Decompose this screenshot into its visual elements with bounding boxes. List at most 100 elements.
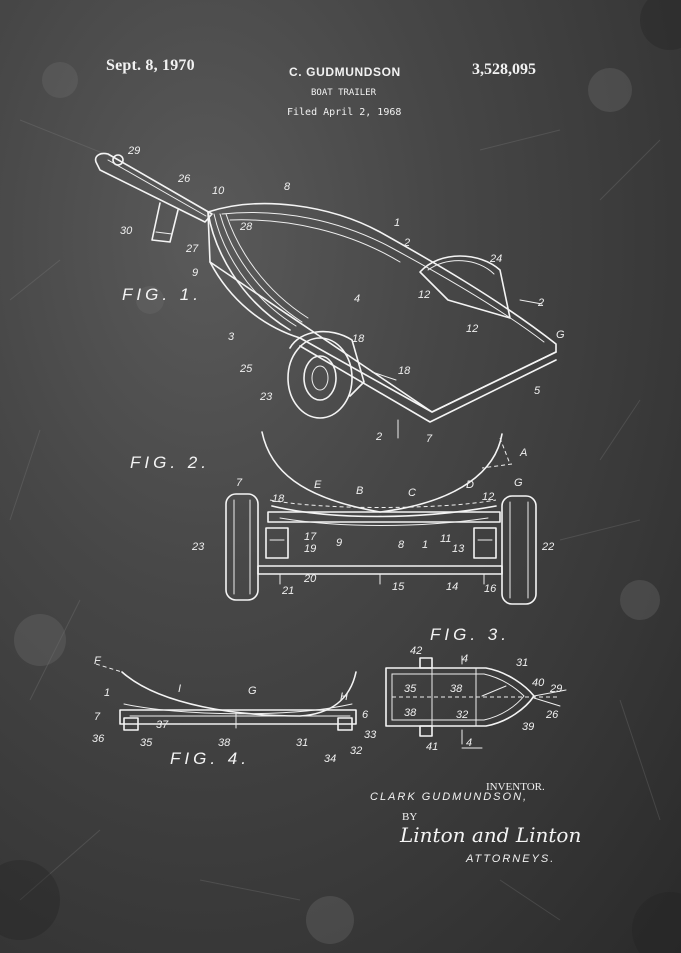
reference-numeral: 35 <box>140 737 153 749</box>
figure-4-section-view <box>95 663 357 731</box>
reference-numeral: 4 <box>354 293 360 305</box>
reference-numeral: 7 <box>236 477 243 489</box>
reference-numeral: 12 <box>466 323 478 335</box>
reference-numeral: 42 <box>410 645 422 657</box>
reference-numeral: C <box>408 487 416 499</box>
reference-numeral: 18 <box>272 493 285 505</box>
reference-numeral: 2 <box>375 431 382 443</box>
reference-numeral: 18 <box>398 365 411 377</box>
reference-numeral: 17 <box>304 531 317 543</box>
figure-1-boat-trailer-perspective <box>94 152 557 439</box>
reference-numeral: 29 <box>127 145 140 157</box>
reference-numeral: G <box>248 685 257 697</box>
reference-numeral: 41 <box>426 741 438 753</box>
inventor-full-name: CLARK GUDMUNDSON, <box>370 791 528 803</box>
reference-numeral: 2 <box>537 297 544 309</box>
figure-1-label: FIG. 1. <box>122 285 202 304</box>
reference-numeral: 2 <box>403 237 410 249</box>
reference-numeral: 33 <box>364 729 377 741</box>
reference-numeral: 10 <box>212 185 225 197</box>
figure-3-label: FIG. 3. <box>430 625 510 644</box>
reference-numeral: 1 <box>422 539 428 551</box>
reference-numeral: 29 <box>549 683 562 695</box>
filed-date: Filed April 2, 1968 <box>287 107 402 118</box>
figure-1-reference-numerals: 29 26 10 8 30 28 27 1 2 9 24 12 12 2 4 3… <box>120 145 565 445</box>
reference-numeral: 4 <box>462 653 468 665</box>
reference-numeral: 1 <box>104 687 110 699</box>
figure-4-reference-numerals: F I G H 1 7 37 6 36 35 38 31 33 34 32 FI… <box>92 655 377 768</box>
reference-numeral: F <box>94 655 102 667</box>
reference-numeral: 38 <box>450 683 463 695</box>
reference-numeral: E <box>314 479 322 491</box>
inventor-heading: C. GUDMUNDSON <box>289 65 401 79</box>
patent-date: Sept. 8, 1970 <box>106 57 195 74</box>
reference-numeral: 26 <box>177 173 191 185</box>
reference-numeral: 3 <box>228 331 235 343</box>
reference-numeral: 32 <box>350 745 362 757</box>
figure-3-plan-view <box>385 655 567 749</box>
reference-numeral: 31 <box>296 737 308 749</box>
reference-numeral: G <box>514 477 523 489</box>
reference-numeral: 5 <box>534 385 541 397</box>
reference-numeral: 13 <box>452 543 465 555</box>
figure-2-reference-numerals: 7 18 E B C D 12 G A 23 17 19 9 8 1 11 13… <box>130 447 554 597</box>
reference-numeral: 24 <box>489 253 502 265</box>
reference-numeral: 4 <box>466 737 472 749</box>
reference-numeral: A <box>519 447 527 459</box>
reference-numeral: 27 <box>185 243 199 255</box>
reference-numeral: 34 <box>324 753 336 765</box>
signature-block: INVENTOR. CLARK GUDMUNDSON, BY Linton an… <box>370 781 581 865</box>
reference-numeral: 23 <box>259 391 273 403</box>
reference-numeral: 37 <box>156 719 169 731</box>
figure-4-label: FIG. 4. <box>170 749 250 768</box>
reference-numeral: 21 <box>281 585 294 597</box>
patent-title: BOAT TRAILER <box>311 88 377 98</box>
attorneys-label: ATTORNEYS. <box>465 853 555 865</box>
reference-numeral: 12 <box>482 491 494 503</box>
inventor-label: INVENTOR. <box>486 781 545 793</box>
reference-numeral: 12 <box>418 289 430 301</box>
reference-numeral: B <box>356 485 363 497</box>
reference-numeral: 16 <box>484 583 497 595</box>
reference-numeral: 26 <box>545 709 559 721</box>
reference-numeral: 22 <box>541 541 554 553</box>
reference-numeral: 8 <box>284 181 291 193</box>
attorney-signature: Linton and Linton <box>399 823 581 847</box>
reference-numeral: 7 <box>426 433 433 445</box>
reference-numeral: 19 <box>304 543 316 555</box>
reference-numeral: H <box>340 691 348 703</box>
reference-numeral: 32 <box>456 709 468 721</box>
reference-numeral: 30 <box>120 225 133 237</box>
reference-numeral: 38 <box>218 737 231 749</box>
reference-numeral: 38 <box>404 707 417 719</box>
reference-numeral: D <box>466 479 474 491</box>
reference-numeral: 35 <box>404 683 417 695</box>
reference-numeral: 7 <box>94 711 101 723</box>
reference-numeral: 9 <box>192 267 198 279</box>
reference-numeral: 9 <box>336 537 342 549</box>
patent-number: 3,528,095 <box>472 61 536 78</box>
reference-numeral: I <box>178 683 181 695</box>
reference-numeral: 39 <box>522 721 534 733</box>
figure-2-trailer-rear-view <box>225 431 537 605</box>
by-label: BY <box>402 811 417 823</box>
figure-2-label: FIG. 2. <box>130 453 210 472</box>
reference-numeral: 15 <box>392 581 405 593</box>
reference-numeral: 14 <box>446 581 458 593</box>
reference-numeral: 25 <box>239 363 253 375</box>
reference-numeral: G <box>556 329 565 341</box>
reference-numeral: 23 <box>191 541 205 553</box>
reference-numeral: 11 <box>440 533 451 545</box>
reference-numeral: 20 <box>303 573 317 585</box>
reference-numeral: 28 <box>239 221 253 233</box>
reference-numeral: 18 <box>352 333 365 345</box>
reference-numeral: 6 <box>362 709 369 721</box>
reference-numeral: 8 <box>398 539 405 551</box>
reference-numeral: 36 <box>92 733 105 745</box>
reference-numeral: 31 <box>516 657 528 669</box>
reference-numeral: 1 <box>394 217 400 229</box>
figure-3-reference-numerals: 42 4 31 35 38 40 29 38 32 26 39 41 4 FIG… <box>404 625 562 753</box>
